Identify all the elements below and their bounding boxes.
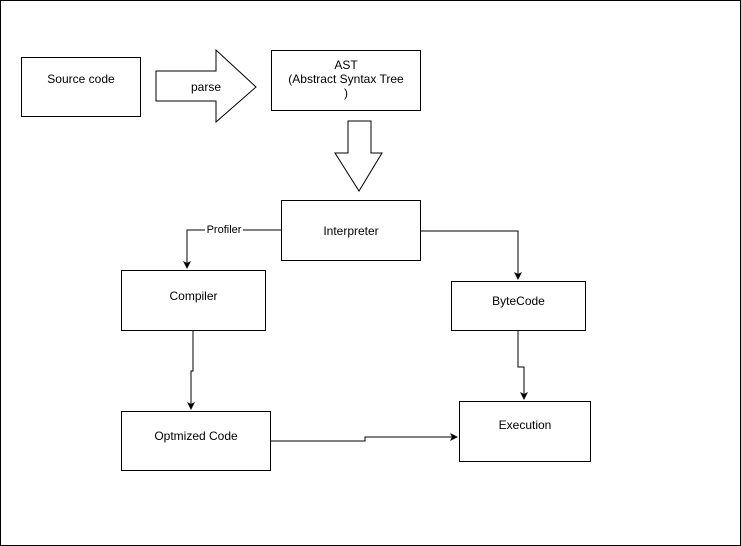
bytecode-node[interactable]: ByteCode: [451, 281, 586, 331]
optimized-to-execution-connector: [271, 433, 458, 442]
optimized-code-node[interactable]: Optmized Code: [121, 411, 271, 471]
profiler-connector: [183, 229, 281, 269]
ast-to-interpreter-block-arrow: [334, 120, 383, 192]
compiler-to-optimized-connector: [187, 331, 195, 410]
bytecode-label: ByteCode: [492, 294, 545, 308]
profiler-label: Profiler: [207, 224, 242, 236]
interpreter-node[interactable]: Interpreter: [281, 200, 421, 261]
source-code-label: Source code: [47, 72, 115, 86]
source-code-node[interactable]: Source code: [21, 57, 141, 117]
ast-label-line2: (Abstract Syntax Tree: [288, 72, 404, 86]
interpreter-label: Interpreter: [323, 224, 379, 238]
interpreter-to-bytecode-connector: [420, 230, 522, 280]
parse-label: parse: [191, 80, 221, 94]
ast-label-line3: ): [344, 86, 348, 100]
execution-node[interactable]: Execution: [459, 401, 591, 462]
ast-label-line1: AST: [334, 58, 358, 72]
execution-label: Execution: [498, 418, 552, 432]
compiler-label: Compiler: [169, 289, 218, 303]
ast-node[interactable]: AST (Abstract Syntax Tree ): [271, 50, 421, 111]
parse-block-arrow: [155, 48, 257, 124]
optimized-code-label: Optmized Code: [154, 429, 238, 443]
compiler-node[interactable]: Compiler: [121, 270, 266, 331]
bytecode-to-execution-connector: [517, 331, 528, 400]
profiler-label-bg: [205, 223, 243, 236]
